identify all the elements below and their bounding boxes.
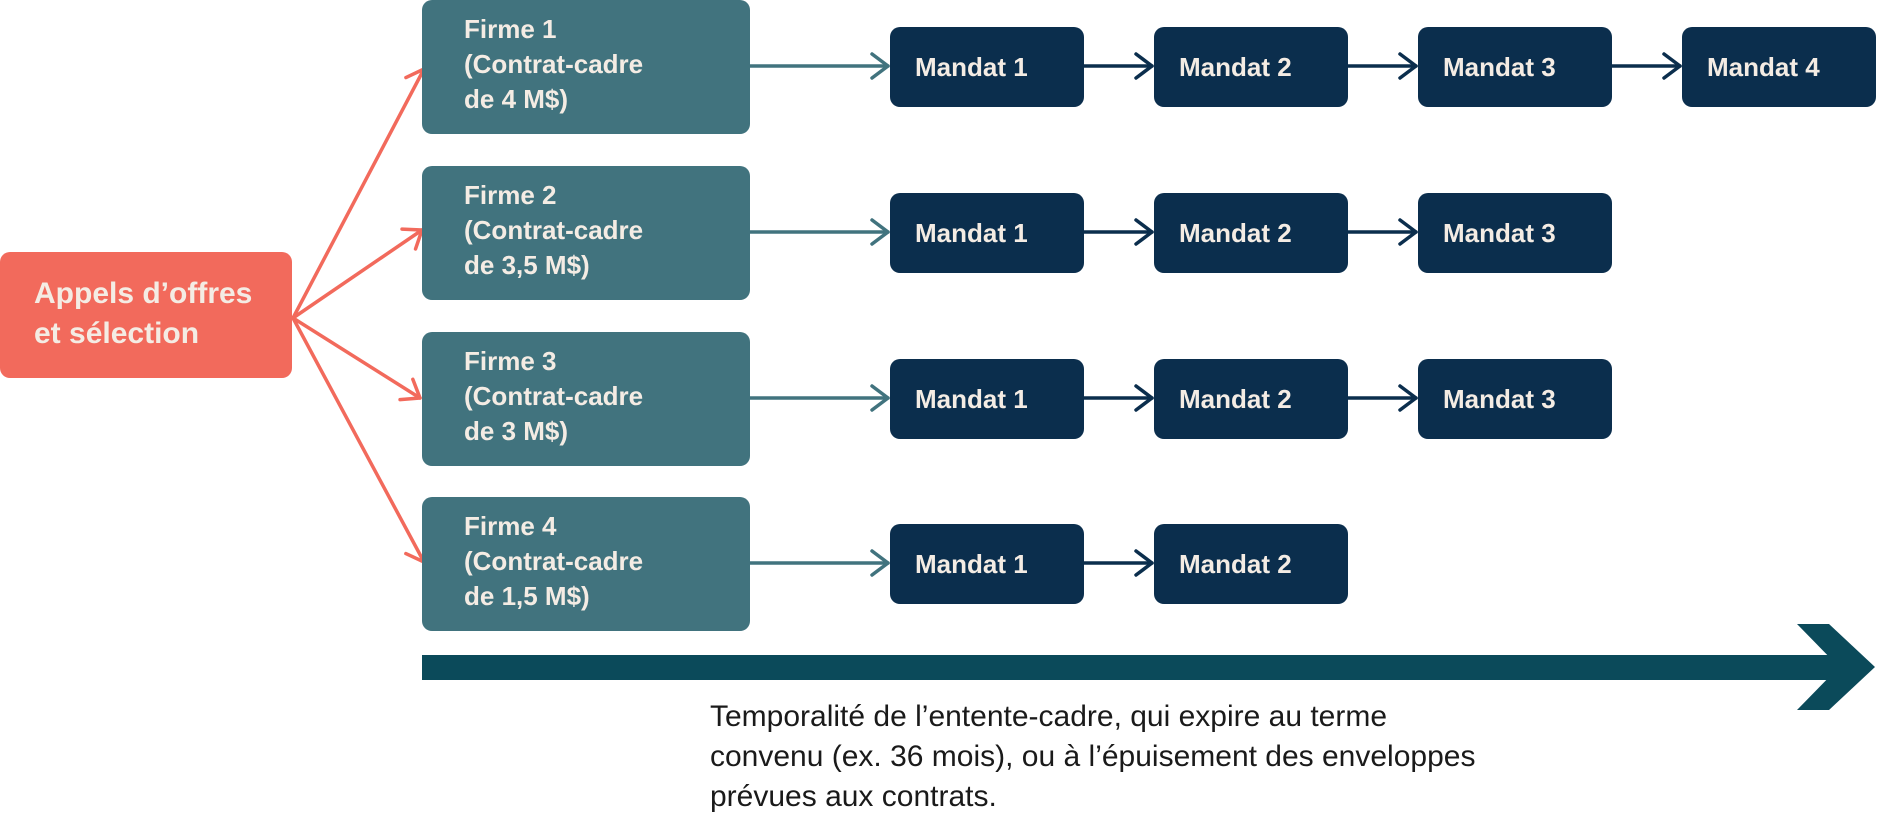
firm-1-mandate-3-label: Mandat 3 xyxy=(1443,51,1556,82)
firm-3-line-1: Firme 3 xyxy=(464,346,557,376)
firm-1-mandate-2: Mandat 2 xyxy=(1154,27,1348,107)
firm-3-line-2: (Contrat-cadre xyxy=(464,381,644,411)
firm-1-mandate-4-label: Mandat 4 xyxy=(1707,51,1820,82)
firm-1-mandate-1: Mandat 1 xyxy=(890,27,1084,107)
firm-box-1: Firme 1 (Contrat-cadre de 4 M$) xyxy=(422,0,750,134)
firm-1-mandate-3-to-4-arrow-head xyxy=(1662,52,1682,80)
fan-arrow-firm-2 xyxy=(291,228,424,320)
firm-2-mandate-3-label: Mandat 3 xyxy=(1443,217,1556,248)
timeline-arrow-shaft xyxy=(422,655,1822,680)
firm-2-line-3: de 3,5 M$) xyxy=(464,250,590,280)
firm-3-mandate-1: Mandat 1 xyxy=(890,359,1084,439)
firm-4-line-2: (Contrat-cadre xyxy=(464,546,644,576)
firm-1-line-1: Firme 1 xyxy=(464,14,557,44)
firm-3-mandate-2-to-3-arrow-head xyxy=(1398,384,1418,412)
tender-selection-box: Appels d’offres et sélection xyxy=(0,252,292,378)
firm-4-mandate-1-to-2-arrow-head xyxy=(1134,549,1154,577)
firm-3-to-mandate-arrow-head xyxy=(870,384,890,412)
firm-4-mandate-2: Mandat 2 xyxy=(1154,524,1348,604)
timeline-caption-line-2: convenu (ex. 36 mois), ou à l’épuisement… xyxy=(710,740,1476,773)
firm-1-to-mandate-arrow-head xyxy=(870,52,890,80)
firm-4-mandate-1: Mandat 1 xyxy=(890,524,1084,604)
firm-2-mandate-3: Mandat 3 xyxy=(1418,193,1612,273)
firm-2-mandate-2: Mandat 2 xyxy=(1154,193,1348,273)
firm-1-mandate-2-to-3-arrow-head xyxy=(1398,52,1418,80)
firm-2-mandate-1-to-2-arrow-head xyxy=(1134,218,1154,246)
firm-3-mandate-2-label: Mandat 2 xyxy=(1179,383,1292,414)
firm-4-line-1: Firme 4 xyxy=(464,511,557,541)
firm-2-line-1: Firme 2 xyxy=(464,180,557,210)
firm-1-mandate-4: Mandat 4 xyxy=(1682,27,1876,107)
timeline-caption-line-3: prévues aux contrats. xyxy=(710,780,997,813)
tender-selection-line-2: et sélection xyxy=(34,317,200,350)
firm-2-mandate-1: Mandat 1 xyxy=(890,193,1084,273)
firm-4-mandate-2-label: Mandat 2 xyxy=(1179,548,1292,579)
firm-4-mandate-1-label: Mandat 1 xyxy=(915,548,1028,579)
timeline-arrow-join xyxy=(1815,655,1848,680)
firm-3-mandate-3: Mandat 3 xyxy=(1418,359,1612,439)
fan-arrow-firm-4 xyxy=(291,316,426,564)
firm-2-mandate-2-to-3-arrow-head xyxy=(1398,218,1418,246)
firm-3-line-3: de 3 M$) xyxy=(464,416,569,446)
timeline-caption-line-1: Temporalité de l’entente-cadre, qui expi… xyxy=(710,700,1388,733)
fan-arrow-firm-1 xyxy=(291,67,426,320)
firm-1-mandate-1-label: Mandat 1 xyxy=(915,51,1028,82)
firm-2-to-mandate-arrow-head xyxy=(870,218,890,246)
firm-3-mandate-1-label: Mandat 1 xyxy=(915,383,1028,414)
fan-arrow-firm-3 xyxy=(291,316,422,400)
firm-2-mandate-1-label: Mandat 1 xyxy=(915,217,1028,248)
firm-1-mandate-2-label: Mandat 2 xyxy=(1179,51,1292,82)
firm-box-3: Firme 3 (Contrat-cadre de 3 M$) xyxy=(422,332,750,466)
firm-box-4: Firme 4 (Contrat-cadre de 1,5 M$) xyxy=(422,497,750,631)
fan-arrow-firm-3-head xyxy=(398,377,422,402)
firm-1-line-2: (Contrat-cadre xyxy=(464,49,644,79)
firm-1-mandate-1-to-2-arrow-head xyxy=(1134,52,1154,80)
timeline-caption: Temporalité de l’entente-cadre, qui expi… xyxy=(710,697,1810,817)
tender-selection-line-1: Appels d’offres xyxy=(34,277,253,310)
firm-1-mandate-3: Mandat 3 xyxy=(1418,27,1612,107)
timeline-arrow-head xyxy=(1797,624,1875,710)
firm-2-line-2: (Contrat-cadre xyxy=(464,215,644,245)
firm-3-mandate-3-label: Mandat 3 xyxy=(1443,383,1556,414)
firm-3-mandate-1-to-2-arrow-head xyxy=(1134,384,1154,412)
firm-3-mandate-2: Mandat 2 xyxy=(1154,359,1348,439)
firm-4-to-mandate-arrow-head xyxy=(870,549,890,577)
firm-box-2: Firme 2 (Contrat-cadre de 3,5 M$) xyxy=(422,166,750,300)
firm-1-line-3: de 4 M$) xyxy=(464,84,569,114)
firm-2-mandate-2-label: Mandat 2 xyxy=(1179,217,1292,248)
firm-4-line-3: de 1,5 M$) xyxy=(464,581,590,611)
